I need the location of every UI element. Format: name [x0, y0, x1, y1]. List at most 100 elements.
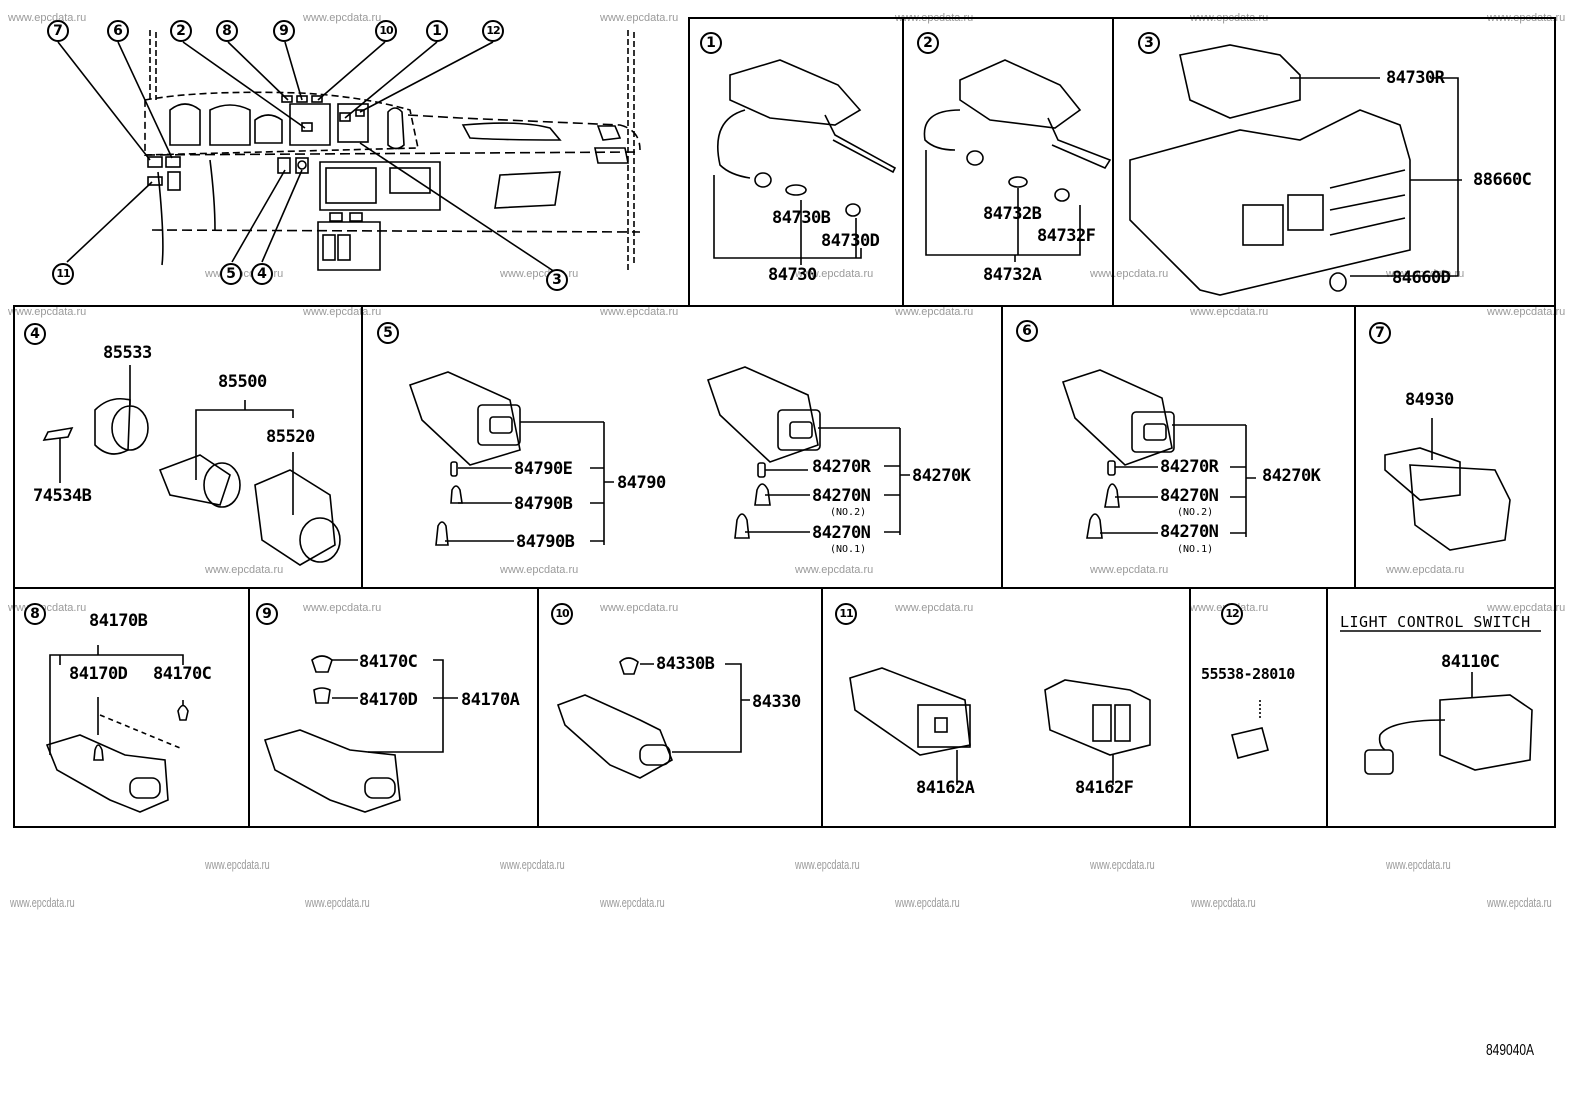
- part-number-85500[interactable]: 85500: [218, 372, 267, 392]
- part-number-84170D[interactable]: 84170D: [359, 690, 418, 710]
- part-number-84270N[interactable]: 84270N: [812, 486, 871, 506]
- watermark-text: www.epcdata.ru: [600, 12, 679, 24]
- part-number-74534B[interactable]: 74534B: [33, 486, 92, 506]
- part-number-84170A[interactable]: 84170A: [461, 690, 520, 710]
- part-84330-drawing: [556, 657, 750, 779]
- callout-6[interactable]: 6: [107, 20, 129, 42]
- part-number-84790B[interactable]: 84790B: [516, 532, 575, 552]
- part-number-84732A[interactable]: 84732A: [983, 265, 1042, 285]
- watermark-text: www.epcdata.ru: [1386, 564, 1465, 576]
- watermark-text: www.epcdata.ru: [1191, 895, 1256, 910]
- callout-10[interactable]: 10: [375, 20, 397, 42]
- part-55538-drawing: [1231, 700, 1269, 759]
- part-number-84730D[interactable]: 84730D: [821, 231, 880, 251]
- watermark-text: www.epcdata.ru: [500, 857, 565, 872]
- part-84930-drawing: [1384, 418, 1511, 551]
- part-84170A-drawing: [263, 655, 458, 813]
- callout-2[interactable]: 2: [170, 20, 192, 42]
- divider: [1112, 17, 1114, 307]
- part-number-84270R[interactable]: 84270R: [1160, 457, 1219, 477]
- part-number-84790[interactable]: 84790: [617, 473, 666, 493]
- part-84110C-drawing: [1340, 630, 1541, 775]
- part-number-88660C[interactable]: 88660C: [1473, 170, 1532, 190]
- watermark-text: www.epcdata.ru: [1386, 268, 1465, 280]
- part-number-84730[interactable]: 84730: [768, 265, 817, 285]
- panel-number: 8: [24, 603, 46, 625]
- note-no1: (NO.1): [1177, 544, 1214, 555]
- part-number-84730B[interactable]: 84730B: [772, 208, 831, 228]
- panel-number: 11: [835, 603, 857, 625]
- watermark-text: www.epcdata.ru: [205, 857, 270, 872]
- part-number-85533[interactable]: 85533: [103, 343, 152, 363]
- callout-4[interactable]: 4: [251, 263, 273, 285]
- callout-8[interactable]: 8: [216, 20, 238, 42]
- divider: [13, 305, 1556, 307]
- watermark-text: www.epcdata.ru: [795, 857, 860, 872]
- part-84170B-drawing: [45, 645, 189, 813]
- part-number-84170B[interactable]: 84170B: [89, 611, 148, 631]
- part-number-84270K[interactable]: 84270K: [912, 466, 971, 486]
- watermark-text: www.epcdata.ru: [1487, 895, 1552, 910]
- watermark-text: www.epcdata.ru: [795, 564, 874, 576]
- panel-number: 9: [256, 603, 278, 625]
- part-84730R-88660C-drawing: [1129, 44, 1462, 296]
- panel-number: 5: [377, 322, 399, 344]
- part-number-55538-28010[interactable]: 55538-28010: [1201, 665, 1295, 683]
- callout-11[interactable]: 11: [52, 263, 74, 285]
- watermark-text: www.epcdata.ru: [8, 12, 87, 24]
- part-number-84930[interactable]: 84930: [1405, 390, 1454, 410]
- watermark-text: www.epcdata.ru: [1487, 602, 1566, 614]
- part-number-84790B[interactable]: 84790B: [514, 494, 573, 514]
- watermark-text: www.epcdata.ru: [895, 895, 960, 910]
- divider: [688, 17, 1556, 19]
- divider: [13, 305, 15, 828]
- part-number-84790E[interactable]: 84790E: [514, 459, 573, 479]
- callout-9[interactable]: 9: [273, 20, 295, 42]
- callout-1[interactable]: 1: [426, 20, 448, 42]
- watermark-text: www.epcdata.ru: [895, 306, 974, 318]
- watermark-text: www.epcdata.ru: [500, 564, 579, 576]
- panel-number: 10: [551, 603, 573, 625]
- part-number-84170D[interactable]: 84170D: [69, 664, 128, 684]
- divider: [248, 587, 250, 828]
- part-number-84330[interactable]: 84330: [752, 692, 801, 712]
- part-number-85520[interactable]: 85520: [266, 427, 315, 447]
- part-number-84660D[interactable]: 84660D: [1392, 268, 1451, 288]
- divider: [1554, 17, 1556, 828]
- watermark-text: www.epcdata.ru: [895, 602, 974, 614]
- dashboard-overview-drawing: [57, 30, 641, 273]
- part-number-84270N[interactable]: 84270N: [1160, 486, 1219, 506]
- watermark-text: www.epcdata.ru: [1386, 857, 1451, 872]
- callout-7[interactable]: 7: [47, 20, 69, 42]
- part-number-84732B[interactable]: 84732B: [983, 204, 1042, 224]
- callout-3[interactable]: 3: [546, 269, 568, 291]
- part-number-84730R[interactable]: 84730R: [1386, 68, 1445, 88]
- watermark-text: www.epcdata.ru: [303, 602, 382, 614]
- panel-number: 1: [700, 32, 722, 54]
- panel-number: 6: [1016, 320, 1038, 342]
- part-number-84270R[interactable]: 84270R: [812, 457, 871, 477]
- part-number-84330B[interactable]: 84330B: [656, 654, 715, 674]
- part-number-84270N[interactable]: 84270N: [1160, 522, 1219, 542]
- divider: [537, 587, 539, 828]
- watermark-text: www.epcdata.ru: [600, 602, 679, 614]
- watermark-text: www.epcdata.ru: [205, 564, 284, 576]
- part-number-84732F[interactable]: 84732F: [1037, 226, 1096, 246]
- divider: [13, 826, 1556, 828]
- watermark-text: www.epcdata.ru: [303, 12, 382, 24]
- watermark-text: www.epcdata.ru: [1090, 564, 1169, 576]
- divider: [1001, 305, 1003, 589]
- part-number-84110C[interactable]: 84110C: [1441, 652, 1500, 672]
- part-number-84162F[interactable]: 84162F: [1075, 778, 1134, 798]
- part-number-84170C[interactable]: 84170C: [153, 664, 212, 684]
- part-number-84162A[interactable]: 84162A: [916, 778, 975, 798]
- callout-12[interactable]: 12: [482, 20, 504, 42]
- divider: [688, 17, 690, 307]
- callout-5[interactable]: 5: [220, 263, 242, 285]
- watermark-text: www.epcdata.ru: [1487, 306, 1566, 318]
- part-number-84170C[interactable]: 84170C: [359, 652, 418, 672]
- part-number-84270N[interactable]: 84270N: [812, 523, 871, 543]
- part-number-84270K[interactable]: 84270K: [1262, 466, 1321, 486]
- part-84790-84270K-drawing: [408, 366, 910, 546]
